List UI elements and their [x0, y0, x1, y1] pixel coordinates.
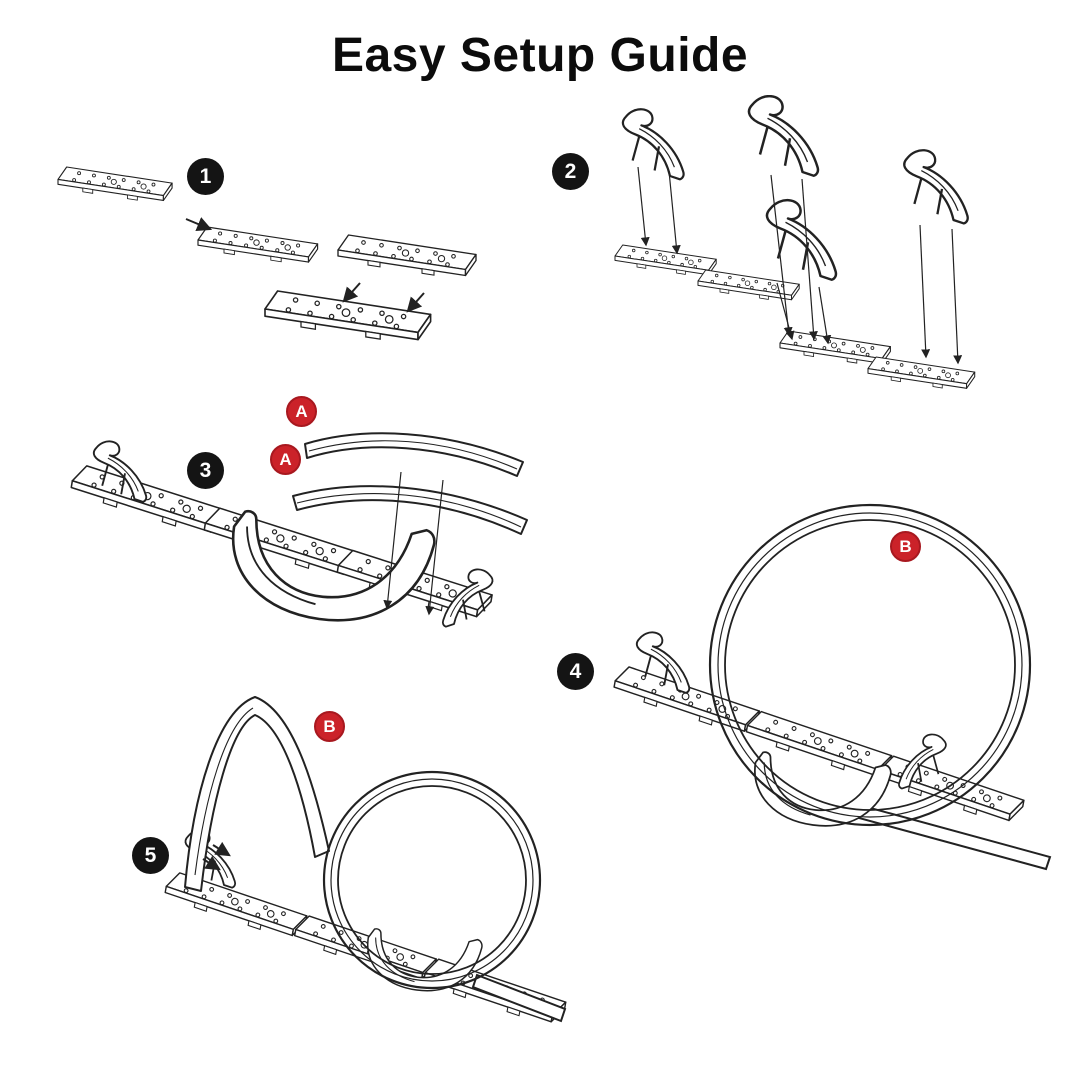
- curve-support: [765, 198, 838, 281]
- part-b-badge: B: [890, 531, 921, 562]
- track-loop: [322, 770, 542, 990]
- curve-support: [903, 149, 969, 225]
- step-1-number-badge: 1: [187, 158, 224, 195]
- step-3-illustration: [67, 432, 528, 628]
- step-1-illustration: [57, 166, 477, 341]
- step-4-illustration: [609, 503, 1052, 871]
- assembly-arrows: [185, 217, 425, 313]
- base-plate: [197, 226, 319, 263]
- base-plate: [264, 290, 432, 341]
- base-plate: [337, 234, 477, 277]
- assembly-arrows: [202, 841, 231, 871]
- track-tail: [846, 801, 1052, 871]
- base-plate: [57, 166, 173, 202]
- track-loop: [708, 503, 1032, 827]
- track-tail: [471, 973, 567, 1023]
- base-plate: [779, 330, 891, 364]
- curve-support: [621, 108, 685, 181]
- alignment-guides: [637, 166, 963, 365]
- base-plate-chain: [609, 664, 1029, 824]
- strip-rail-line: [296, 493, 522, 528]
- step-3-number-badge: 3: [187, 452, 224, 489]
- hill-rail-line: [194, 707, 254, 876]
- step-5-illustration: [160, 696, 570, 1025]
- step-5-number-badge: 5: [132, 837, 169, 874]
- alignment-guides: [383, 471, 444, 616]
- part-a-badge: A: [286, 396, 317, 427]
- strip-rail-line: [308, 440, 518, 470]
- track-strips: [292, 432, 528, 535]
- step-4-number-badge: 4: [557, 653, 594, 690]
- part-a-badge: A: [270, 444, 301, 475]
- base-plate: [614, 244, 717, 276]
- base-plate: [867, 356, 976, 389]
- page-title: Easy Setup Guide: [331, 29, 749, 82]
- curve-support: [747, 95, 820, 177]
- step-2-number-badge: 2: [552, 153, 589, 190]
- part-b-badge: B: [314, 711, 345, 742]
- step-2-illustration: [614, 95, 976, 389]
